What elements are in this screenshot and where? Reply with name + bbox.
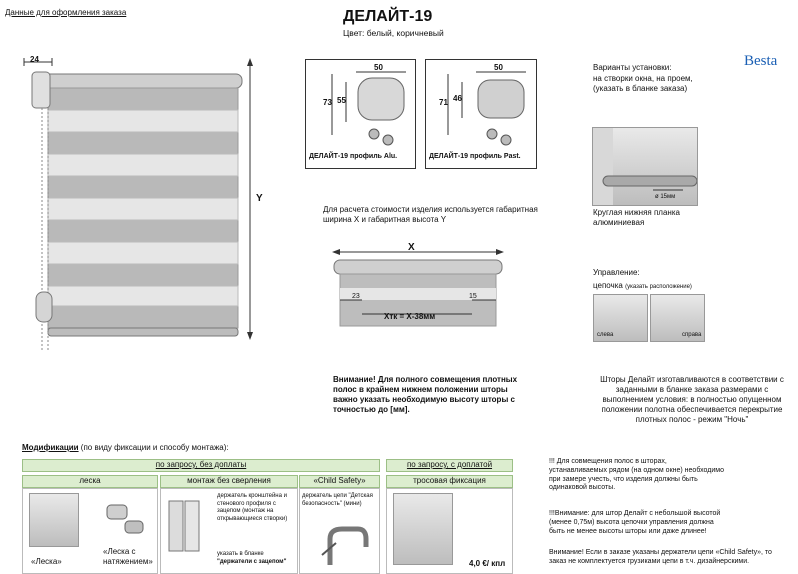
dim-24-label: 24	[30, 55, 39, 64]
holder-note-name: "держатели с зацепом"	[217, 559, 287, 565]
bottom-rail-diameter: ø 15мм	[655, 194, 676, 200]
color-line: Цвет: белый, коричневый	[343, 28, 444, 38]
free-request-band: по запросу, без доплаты	[22, 459, 380, 472]
dim-y-label: Y	[256, 193, 263, 204]
calc-note: Для расчета стоимости изделия использует…	[323, 205, 538, 224]
holder-text: держатель кронштейна и стенового профиля…	[217, 493, 288, 522]
xtk-formula: Хтк = Х-38мм	[384, 312, 436, 321]
control-right-photo	[650, 294, 705, 342]
profile-past-height-inner: 46	[453, 94, 462, 103]
control-title: Управление:	[593, 268, 640, 277]
column-leska: леска	[22, 475, 158, 488]
mods-title: Модификации	[22, 443, 79, 452]
left-offset: 23	[352, 293, 360, 300]
cable-cell: 4,0 €/ кпл	[386, 488, 513, 574]
holder-image	[168, 500, 200, 552]
profile-past-height-outer: 71	[439, 98, 448, 107]
column-cable: тросовая фиксация	[386, 475, 513, 488]
control-left-label: слева	[597, 332, 614, 338]
leska-tension-label: «Леска с натяжением»	[103, 547, 153, 566]
paid-request-band: по запросу, с доплатой	[386, 459, 513, 472]
brand-logo: Bеsta	[744, 53, 778, 69]
cable-price: 4,0 €/ кпл	[469, 559, 506, 568]
holder-note: указать в бланке	[217, 551, 264, 557]
leska-cell: «Леска» «Леска с натяжением»	[22, 488, 158, 574]
install-title: Варианты установки:	[593, 63, 672, 72]
profile-alu-caption: ДЕЛАЙТ-19 профиль Alu.	[309, 153, 398, 160]
main-blind-drawing	[23, 58, 253, 352]
install-text: на створки окна, на проем, (указать в бл…	[593, 74, 693, 93]
bottom-rail-photo: ø 15мм	[592, 127, 698, 206]
column-no-drill: монтаж без сверления	[160, 475, 298, 488]
bottom-rail-caption: Круглая нижняя планка алюминиевая	[593, 208, 680, 227]
child-safety-text: держатель цепи "Детская безопасность" (м…	[302, 493, 373, 507]
note-same-height: !!! Для совмещения полос в шторах, устан…	[549, 458, 724, 492]
mods-title-rest: (по виду фиксации и способу монтажа):	[78, 443, 229, 452]
no-drill-cell: держатель кронштейна и стенового профиля…	[160, 488, 298, 574]
mods-heading: Модификации (по виду фиксации и способу …	[22, 443, 229, 453]
attention-left: Внимание! Для полного совмещения плотных…	[333, 375, 518, 414]
note-chain-length: !!!Внимание: для штор Делайт с небольшой…	[549, 510, 721, 535]
profile-alu-height-inner: 55	[337, 96, 346, 105]
control-left-photo	[593, 294, 648, 342]
leska-photo	[29, 493, 79, 547]
leska-tension-image	[106, 504, 144, 534]
column-child-safety: «Child Safety»	[299, 475, 380, 488]
control-right-label: справа	[682, 332, 702, 338]
note-child-safety: Внимание! Если в заказе указаны держател…	[549, 549, 772, 565]
profile-alu-height-outer: 73	[323, 98, 332, 107]
profile-past-caption: ДЕЛАЙТ-19 профиль Past.	[429, 153, 521, 160]
child-safety-image	[321, 526, 369, 565]
profile-alu-box: 50 73 55 ДЕЛАЙТ-19 профиль Alu.	[305, 59, 416, 169]
dim-x-label: X	[408, 242, 415, 253]
right-offset: 15	[469, 293, 477, 300]
order-data-link[interactable]: Данные для оформления заказа	[5, 8, 127, 17]
control-chain: цепочка (указать расположение)	[593, 281, 692, 292]
page-title: ДЕЛАЙТ-19	[343, 8, 433, 25]
profile-past-box: 50 71 46 ДЕЛАЙТ-19 профиль Past.	[425, 59, 537, 169]
control-chain-label: цепочка	[593, 281, 623, 290]
width-drawing	[332, 249, 504, 327]
cable-photo	[393, 493, 453, 565]
control-chain-note: (указать расположение)	[625, 284, 692, 290]
child-safety-cell: держатель цепи "Детская безопасность" (м…	[299, 488, 380, 574]
attention-right: Шторы Делайт изготавливаются в соответст…	[600, 375, 784, 424]
profile-alu-width: 50	[374, 63, 383, 72]
profile-past-width: 50	[494, 63, 503, 72]
leska-label: «Леска»	[31, 557, 62, 566]
